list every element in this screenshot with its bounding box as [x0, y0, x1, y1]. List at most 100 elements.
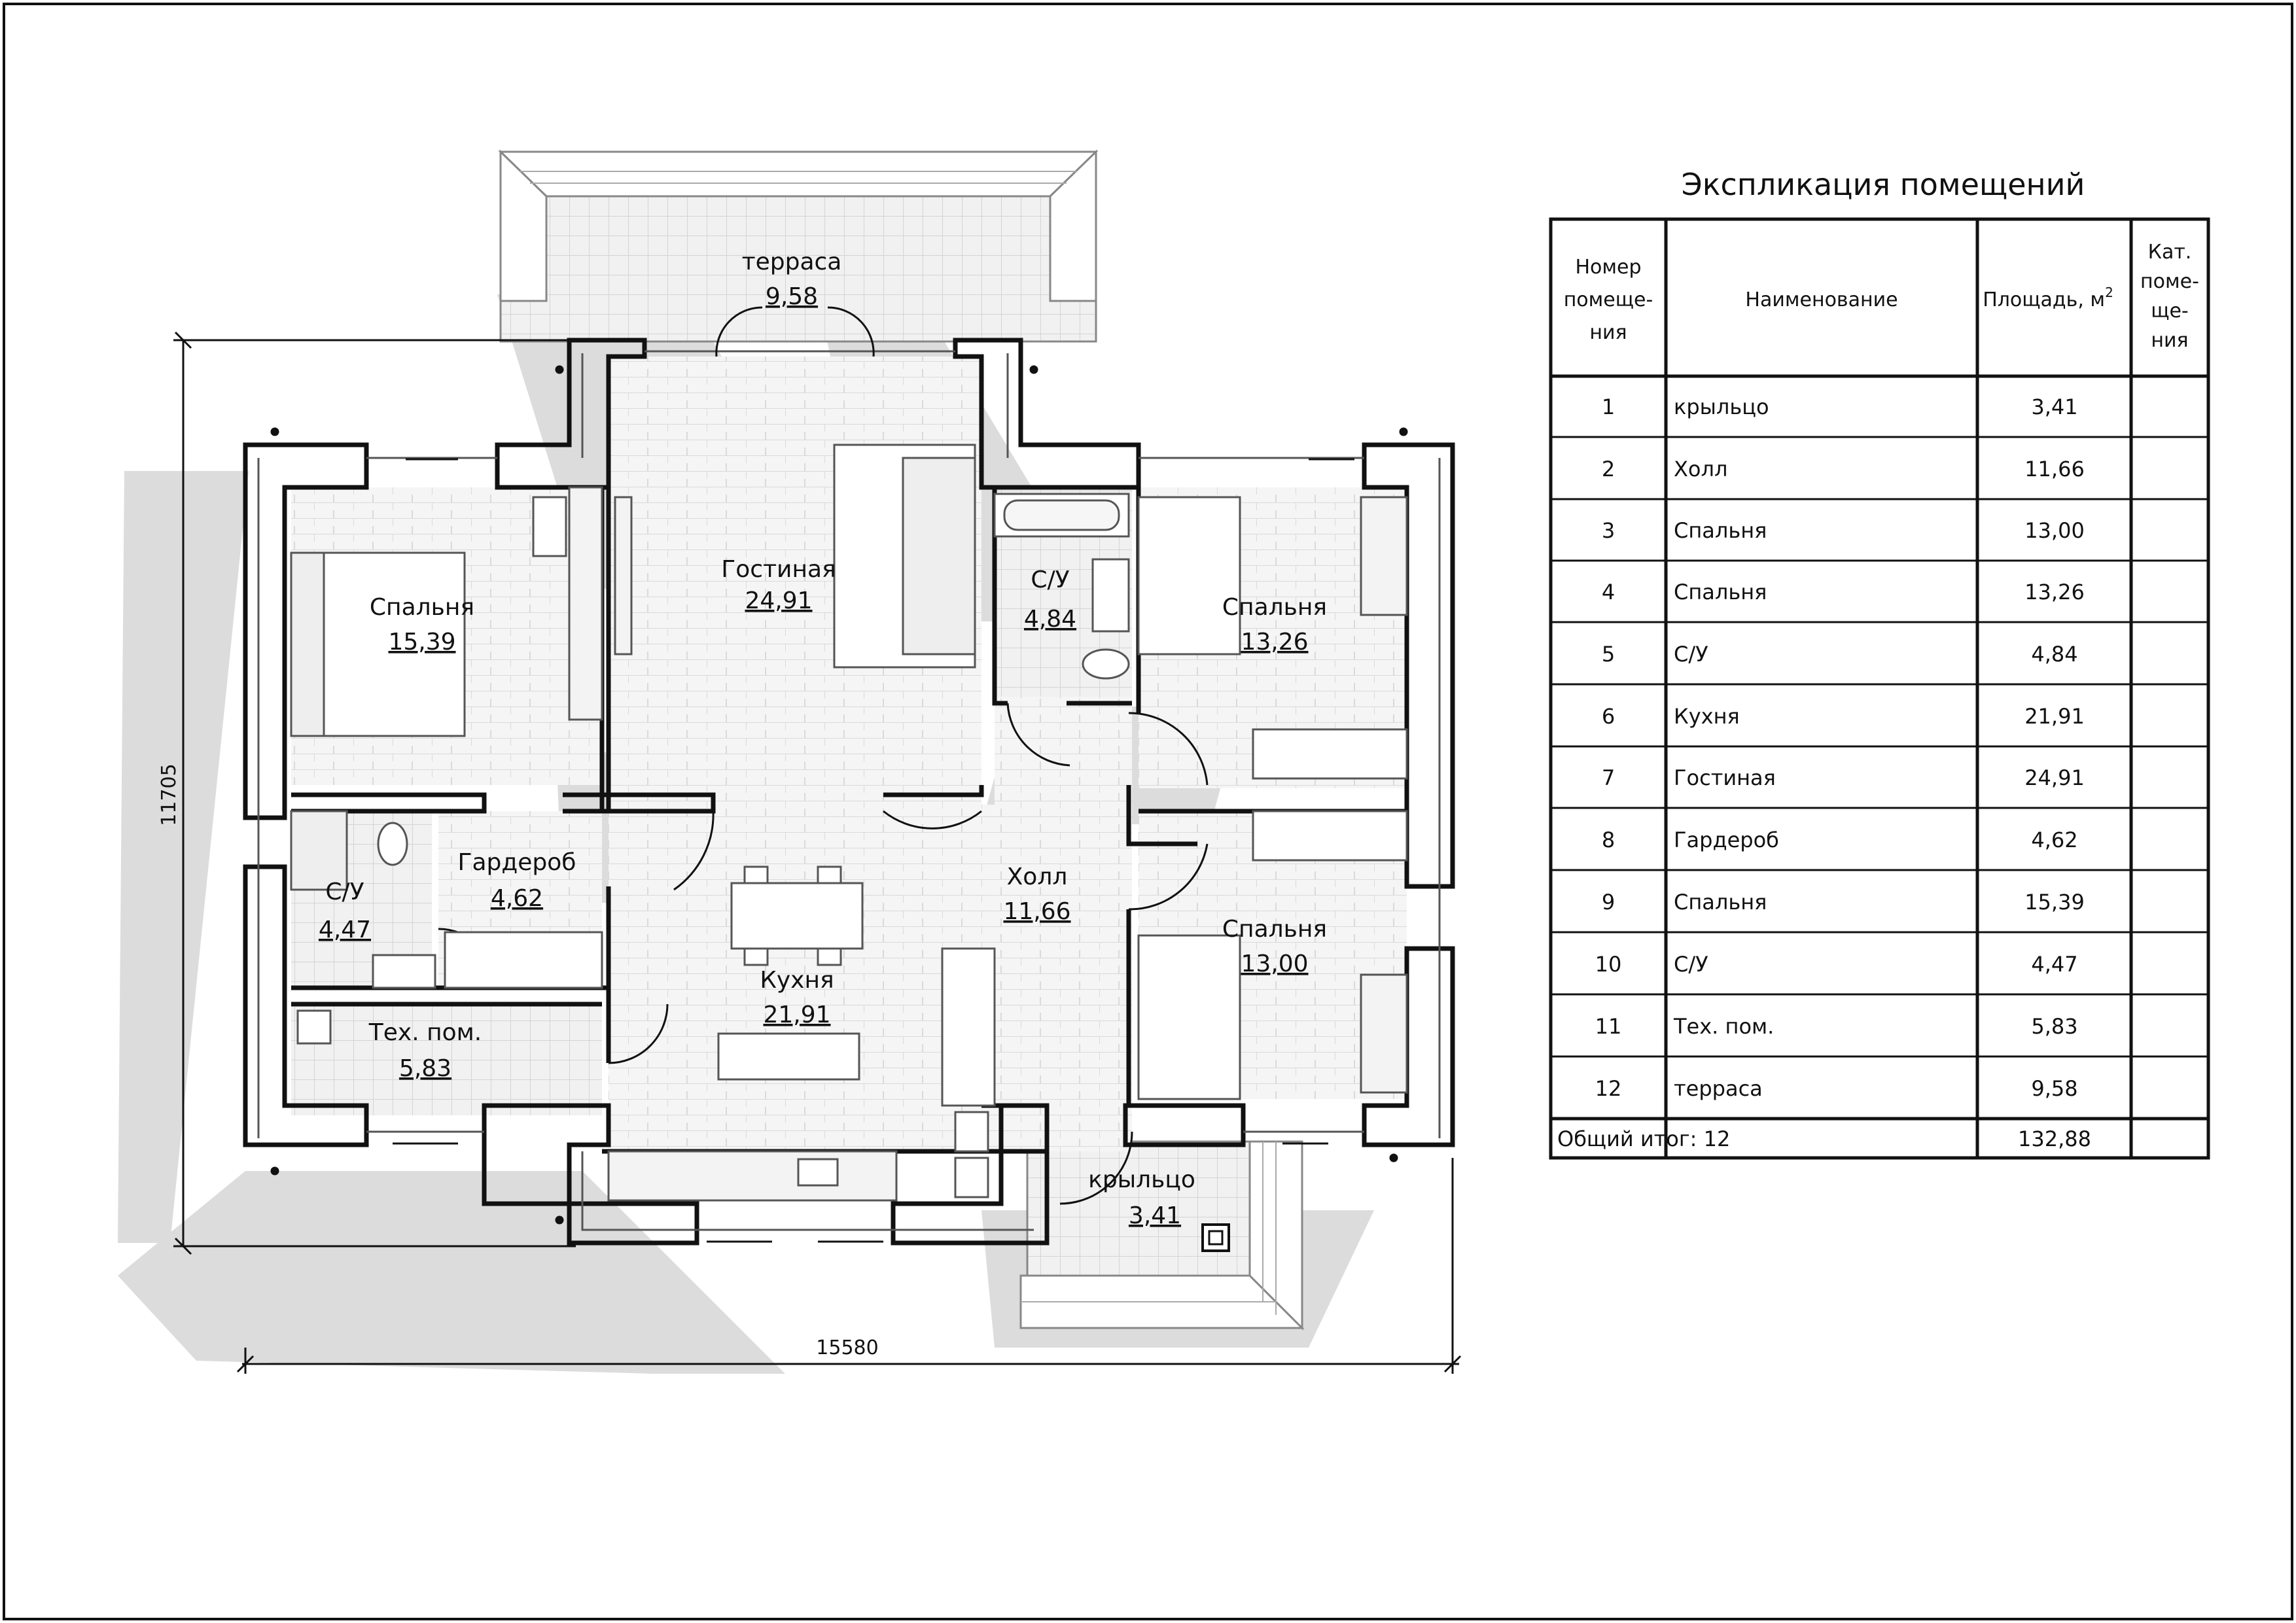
header-area-label: Площадь, м	[1983, 288, 2105, 311]
row-area: 3,41	[2031, 394, 2077, 419]
tv-unit-icon	[614, 496, 633, 655]
bed-se-icon	[1137, 934, 1241, 1100]
row-area: 13,00	[2024, 518, 2085, 543]
bed-ne-icon	[1137, 496, 1241, 655]
row-num: 8	[1602, 828, 1615, 852]
outer-wall-lines	[257, 350, 1441, 1231]
row-num: 4	[1602, 580, 1615, 604]
room-porch-area: 3,41	[1129, 1202, 1181, 1229]
row-name: Холл	[1674, 457, 1727, 481]
table-row: 8 Гардероб 4,62	[1602, 828, 2078, 852]
toilet-north-icon	[1082, 648, 1130, 680]
row-area: 4,47	[2031, 952, 2077, 977]
table-row: 5 С/У 4,84	[1602, 642, 2078, 667]
dim-height: 11705	[158, 763, 181, 826]
table-row: 12 терраса 9,58	[1595, 1076, 2078, 1101]
room-hall-area: 11,66	[1003, 898, 1070, 925]
row-area: 24,91	[2024, 765, 2085, 790]
table-header: Номер помеще- ния Наименование Площадь, …	[1564, 241, 2199, 352]
header-number-line2: помеще-	[1564, 288, 1653, 311]
row-name: Кухня	[1674, 704, 1740, 729]
header-area: Площадь, м2	[1983, 285, 2113, 311]
room-hall-name: Холл	[1007, 864, 1068, 890]
row-name: крыльцо	[1674, 394, 1769, 419]
row-name: терраса	[1674, 1076, 1763, 1101]
table-rows: 1 крыльцо 3,41 2 Холл 11,66 3 Спальня 13…	[1595, 394, 2085, 1101]
kitchen-sink-icon	[797, 1158, 839, 1187]
header-number-line3: ния	[1589, 321, 1627, 344]
room-wardrobe-area: 4,62	[491, 885, 543, 912]
table-row: 11 Тех. пом. 5,83	[1595, 1014, 2078, 1039]
walls	[243, 338, 1455, 1246]
row-num: 3	[1602, 518, 1615, 543]
room-kitchen-name: Кухня	[760, 967, 834, 994]
row-num: 10	[1595, 952, 1622, 977]
row-num: 7	[1602, 765, 1615, 790]
row-name: Спальня	[1674, 580, 1767, 604]
room-bedroom-ne-name: Спальня	[1222, 594, 1327, 621]
room-bath-w-name: С/У	[325, 879, 364, 905]
desk-west-icon	[568, 486, 603, 721]
header-category-line3: ще-	[2151, 300, 2189, 323]
row-area: 5,83	[2031, 1014, 2077, 1039]
row-name: Спальня	[1674, 890, 1767, 915]
row-area: 21,91	[2024, 704, 2085, 729]
room-tech-area: 5,83	[399, 1055, 451, 1082]
porch-post	[1201, 1223, 1230, 1252]
room-terrace-area: 9,58	[766, 283, 818, 310]
table-total-area: 132,88	[2018, 1126, 2091, 1151]
room-wardrobe-name: Гардероб	[458, 849, 576, 876]
table-row-lines	[1551, 436, 2208, 1058]
windows	[270, 365, 1408, 1243]
row-num: 11	[1595, 1014, 1622, 1039]
wardrobe-se-icon	[1252, 810, 1408, 862]
table-row: 1 крыльцо 3,41	[1602, 394, 2078, 419]
row-num: 9	[1602, 890, 1615, 915]
room-bath-w-area: 4,47	[319, 916, 371, 943]
header-category-line4: ния	[2151, 329, 2188, 352]
row-name: Гардероб	[1674, 828, 1779, 852]
row-area: 11,66	[2024, 457, 2085, 481]
appliance-icon	[954, 1111, 989, 1153]
header-number-line1: Номер	[1575, 256, 1641, 279]
header-name: Наименование	[1745, 288, 1898, 311]
room-bedroom-se-name: Спальня	[1222, 916, 1327, 943]
room-living-area: 24,91	[745, 587, 812, 614]
terrace	[498, 149, 1099, 343]
header-category-line2: поме-	[2140, 270, 2199, 293]
dim-width: 15580	[816, 1336, 878, 1359]
sheet-frame	[3, 3, 2293, 1620]
table-total-label: Общий итог: 12	[1557, 1126, 1730, 1151]
room-bedroom-w-name: Спальня	[370, 594, 474, 621]
room-tech-name: Тех. пом.	[368, 1019, 482, 1046]
room-bedroom-ne-area: 13,26	[1241, 629, 1308, 655]
row-num: 12	[1595, 1076, 1622, 1101]
row-name: С/У	[1674, 952, 1708, 977]
row-num: 5	[1602, 642, 1615, 667]
shower-icon	[290, 810, 348, 891]
room-living-name: Гостиная	[721, 556, 836, 583]
row-name: Спальня	[1674, 518, 1767, 543]
row-area: 4,84	[2031, 642, 2077, 667]
furniture	[290, 444, 1408, 1202]
boiler-icon	[296, 1009, 332, 1045]
kitchen-counter-icon	[607, 1150, 898, 1202]
dining-table-icon	[730, 882, 864, 950]
row-area: 13,26	[2024, 580, 2085, 604]
header-area-sup: 2	[2105, 285, 2113, 300]
toilet-west-icon	[377, 822, 408, 866]
room-labels: терраса 9,58 Гостиная 24,91 С/У 4,84 Спа…	[319, 249, 1327, 1229]
sink-west-icon	[372, 954, 436, 989]
row-name: Гостиная	[1674, 765, 1776, 790]
header-category-line1: Кат.	[2148, 241, 2192, 264]
table-row: 7 Гостиная 24,91	[1602, 765, 2085, 790]
room-bath-n-area: 4,84	[1024, 606, 1076, 633]
room-kitchen-area: 21,91	[763, 1002, 830, 1028]
table-row: 3 Спальня 13,00	[1602, 518, 2085, 543]
table-row: 4 Спальня 13,26	[1602, 580, 2085, 604]
row-area: 15,39	[2024, 890, 2085, 915]
wardrobe-unit-icon	[444, 931, 603, 989]
table-title: Экспликация помещений	[1682, 167, 2085, 202]
room-bedroom-w-area: 15,39	[388, 629, 455, 655]
